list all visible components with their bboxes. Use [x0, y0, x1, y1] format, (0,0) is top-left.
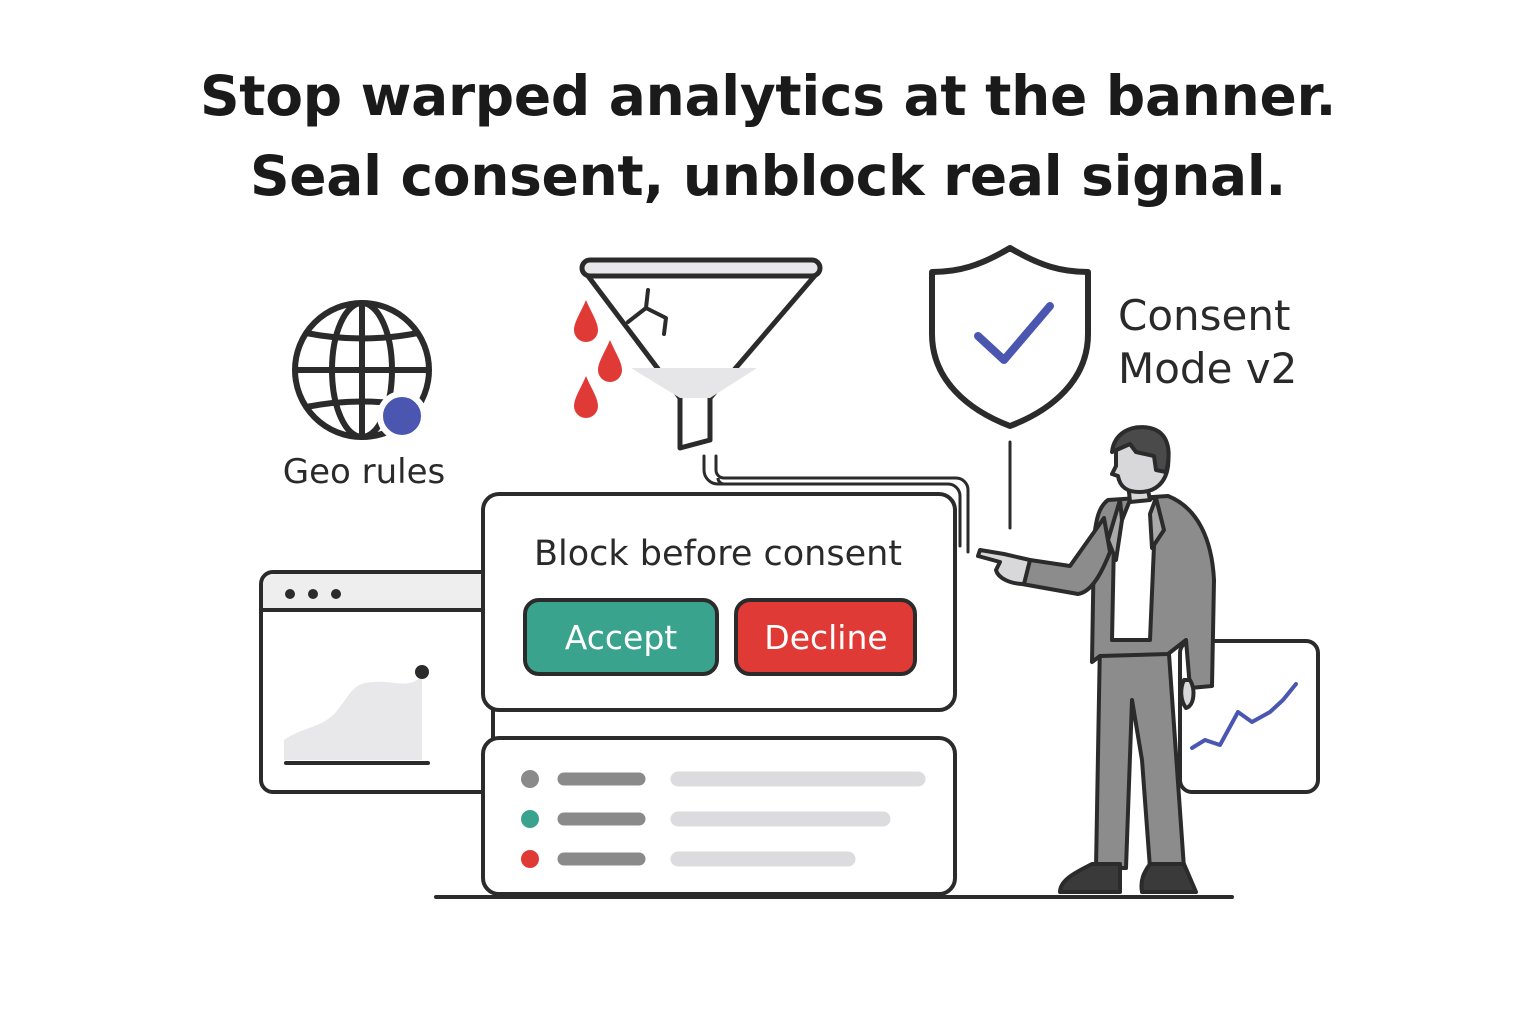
shield-check-icon	[929, 245, 1091, 429]
list-item	[521, 770, 926, 788]
consent-mode-label-line-1: Consent	[1118, 291, 1290, 340]
area-chart	[284, 676, 422, 760]
leaky-funnel-icon	[574, 257, 823, 451]
person-pointing	[976, 425, 1216, 894]
list-item	[521, 850, 856, 868]
status-dot	[521, 770, 539, 788]
events-list	[481, 736, 957, 896]
accept-button-label: Accept	[565, 618, 678, 657]
banner-title: Block before consent	[534, 534, 902, 574]
chart-dot	[415, 665, 429, 679]
accept-button[interactable]: Accept	[523, 598, 719, 676]
status-dot	[521, 850, 539, 868]
funnel-connector-2	[714, 454, 970, 554]
trend-line	[1190, 682, 1298, 750]
consent-mode-label-line-2: Mode v2	[1118, 344, 1297, 393]
decline-button[interactable]: Decline	[734, 598, 917, 676]
status-dot	[521, 810, 539, 828]
decline-button-label: Decline	[764, 618, 887, 657]
funnel-connector-inner	[716, 477, 725, 486]
headline-line-2: Seal consent, unblock real signal.	[249, 144, 1287, 208]
globe-icon	[292, 300, 432, 440]
location-dot-icon	[377, 391, 427, 441]
headline-line-1: Stop warped analytics at the banner.	[199, 64, 1337, 128]
list-item	[521, 810, 891, 828]
browser-window	[259, 570, 495, 794]
line-chart-window	[1178, 639, 1320, 794]
funnel-connector	[702, 454, 962, 548]
headline: Stop warped analytics at the banner. Sea…	[0, 56, 1536, 216]
geo-rules-label: Geo rules	[283, 452, 445, 492]
